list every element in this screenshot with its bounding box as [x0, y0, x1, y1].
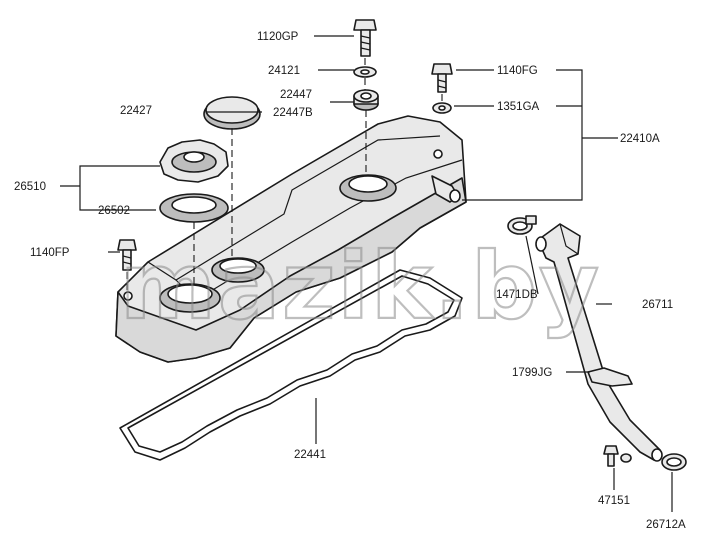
label-1120gp: 1120GP [257, 31, 299, 43]
bolt-seal [353, 89, 379, 111]
cap-gasket [159, 193, 229, 223]
label-22441: 22441 [294, 449, 326, 461]
bolt-47151 [603, 445, 632, 467]
label-22447: 22447 [280, 89, 312, 101]
watermark: mazik.by [120, 233, 601, 340]
part-labels: 1120GP 24121 22447 22447B 22427 26510 26… [14, 31, 686, 531]
washer-24121 [353, 66, 377, 78]
valve-cover [115, 115, 467, 363]
assembly-lines [126, 58, 443, 292]
breather-hose [535, 223, 663, 462]
label-1799jg: 1799JG [512, 367, 552, 379]
rocker-cover-gasket [119, 269, 463, 461]
label-1140fg: 1140FG [497, 65, 538, 77]
label-1140fp: 1140FP [30, 247, 70, 259]
label-24121: 24121 [268, 65, 300, 77]
label-22410a: 22410A [620, 133, 660, 145]
label-26712a: 26712A [646, 519, 686, 531]
label-1471db: 1471DB [496, 289, 538, 301]
label-26502: 26502 [98, 205, 130, 217]
label-22427: 22427 [120, 105, 152, 117]
leader-lines [60, 35, 673, 512]
hose-clip-1799jg [587, 367, 633, 387]
oil-filler-cap [159, 139, 229, 183]
label-22447b: 22447B [273, 107, 313, 119]
plug [203, 96, 261, 130]
bolt-1140fp [117, 239, 137, 271]
hose-clamp-26712a [661, 453, 687, 471]
hose-clamp-1471db [507, 215, 537, 235]
label-26510: 26510 [14, 181, 46, 193]
label-1351ga: 1351GA [497, 101, 540, 113]
label-26711: 26711 [642, 299, 673, 311]
label-47151: 47151 [598, 495, 630, 507]
washer-1351ga [432, 102, 452, 114]
bolt-1120gp [353, 19, 377, 57]
bolt-1140fg [431, 63, 453, 93]
